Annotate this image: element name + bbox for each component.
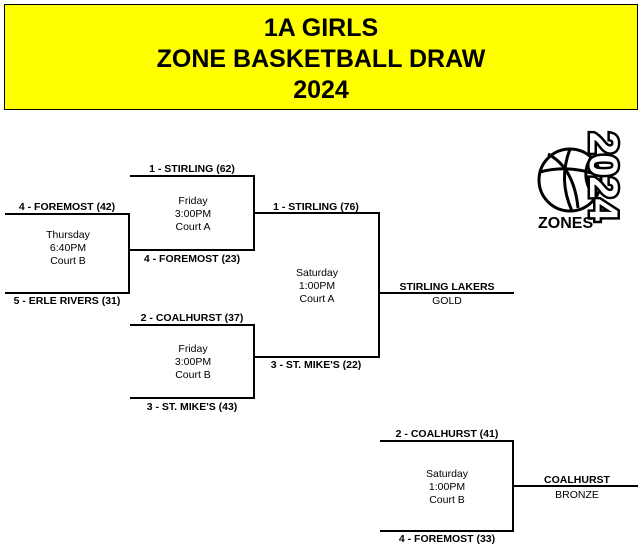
gold-winner: STIRLING LAKERS [399,281,495,293]
s1-court: Court A [175,221,211,233]
final-team-top: 1 - STIRLING (76) [273,201,359,213]
bronze-day: Saturday [425,468,469,480]
s1-team-bottom: 4 - FOREMOST (23) [143,253,241,265]
bronze-team-top: 2 - COALHURST (41) [395,428,499,440]
r1-team-bottom: 5 - ERLE RIVERS (31) [13,295,121,307]
title-line-2: ZONE BASKETBALL DRAW [156,45,486,73]
final-team-bottom: 3 - ST. MIKE'S (22) [270,359,362,371]
logo-year: 2024 [581,132,625,222]
s2-game-info: Friday 3:00PM Court B [175,343,211,382]
s2-team-bottom: 3 - ST. MIKE'S (43) [146,401,238,413]
bronze-line-top [380,440,514,442]
s2-line-top [130,324,255,326]
s2-day: Friday [178,343,208,355]
s2-line-bottom [130,397,255,399]
bronze-medal: BRONZE [555,489,599,501]
title-banner: 1A GIRLS ZONE BASKETBALL DRAW 2024 [4,4,638,110]
title-line-1: 1A GIRLS [263,14,379,42]
s1-team-top: 1 - STIRLING (62) [149,163,235,175]
title-line-3: 2024 [293,76,349,104]
gold-line [380,292,514,294]
basketball-icon [537,147,603,213]
s2-line-vertical [253,324,255,399]
s1-line-vertical [253,175,255,251]
bronze-line-bottom [380,530,514,532]
r1-team-top: 4 - FOREMOST (42) [18,201,116,213]
s1-game-info: Friday 3:00PM Court A [175,195,211,234]
bronze-time: 1:00PM [428,481,466,493]
s2-team-top: 2 - COALHURST (37) [140,312,244,324]
r1-day: Thursday [46,229,90,241]
s2-time: 3:00PM [174,356,212,368]
final-day: Saturday [295,267,339,279]
final-game-info: Saturday 1:00PM Court A [296,267,338,306]
r1-game-info: Thursday 6:40PM Court B [46,229,90,268]
s1-line-bottom [130,249,255,251]
r1-line-vertical [128,213,130,294]
s1-line-top [130,175,255,177]
final-line-bottom [255,356,380,358]
bronze-team-bottom: 4 - FOREMOST (33) [398,533,496,545]
s1-time: 3:00PM [174,208,212,220]
final-time: 1:00PM [298,280,336,292]
zones-2024-logo: 2024 ZONES [537,130,628,232]
final-line-vertical [378,212,380,358]
bronze-court: Court B [429,494,465,506]
logo-word: ZONES [538,215,593,232]
bronze-game-info: Saturday 1:00PM Court B [426,468,468,507]
r1-line-bottom [5,292,130,294]
bronze-winner: COALHURST [544,474,610,486]
final-court: Court A [299,293,335,305]
final-line-top [255,212,380,214]
s1-day: Friday [178,195,208,207]
s2-court: Court B [175,369,211,381]
gold-medal: GOLD [432,295,462,307]
r1-time: 6:40PM [49,242,87,254]
r1-court: Court B [50,255,86,267]
bronze-line-vertical [512,440,514,532]
r1-line-top [5,213,130,215]
bronze-winner-line [514,485,638,487]
